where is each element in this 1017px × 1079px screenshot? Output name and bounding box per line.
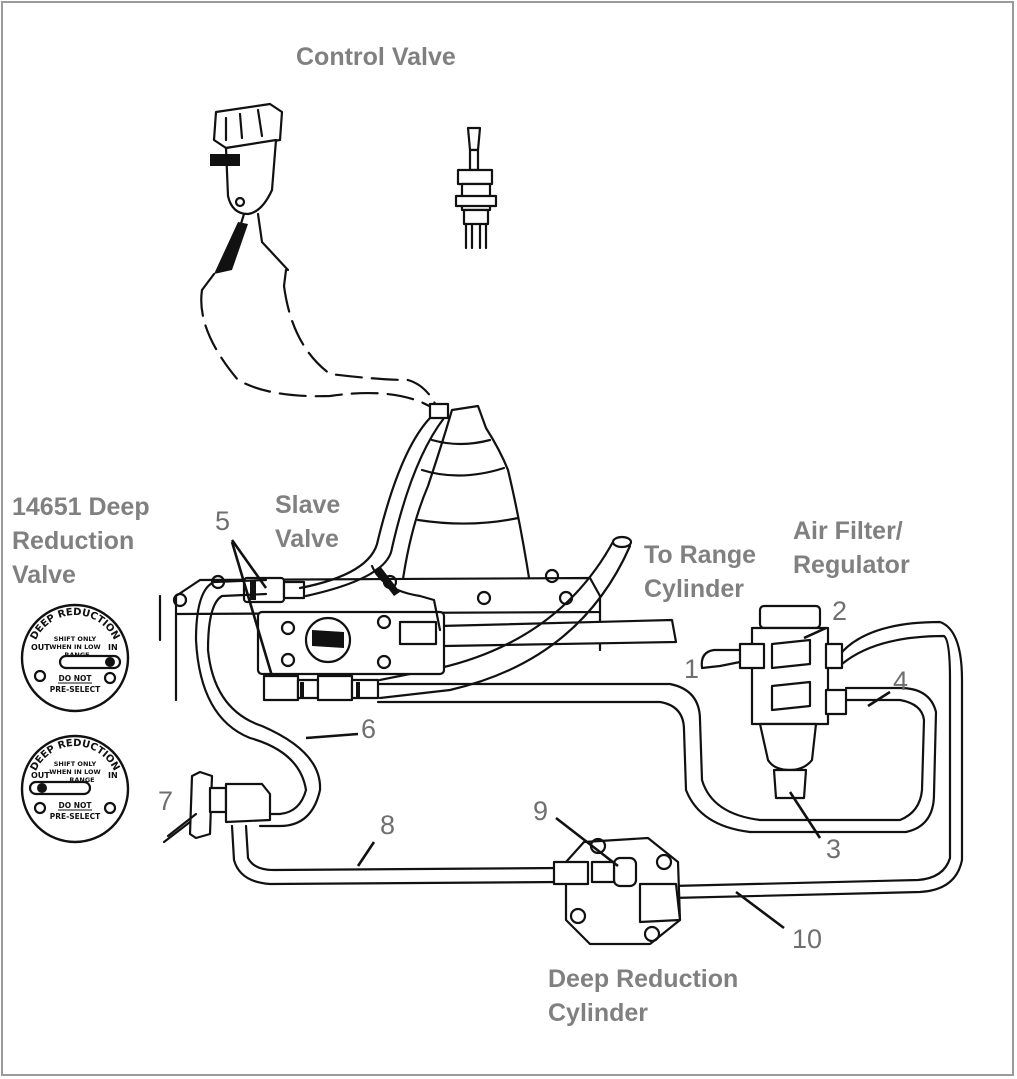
plate-in-label: IN xyxy=(108,771,118,780)
callout-1: 1 xyxy=(684,654,700,684)
callout-leaders xyxy=(230,539,891,930)
label-deep-reduction-cylinder-line2: Cylinder xyxy=(548,999,649,1027)
range-cylinder-hose xyxy=(378,535,633,700)
plate-warning: DO NOT xyxy=(59,801,93,810)
control-air-lines xyxy=(298,402,450,632)
callout-6: 6 xyxy=(361,714,377,744)
label-air-filter-line2: Regulator xyxy=(793,551,910,579)
slave-valve-body xyxy=(256,610,446,702)
plate-warning: DO NOT xyxy=(59,674,93,683)
plate-line: WHEN IN LOW xyxy=(49,768,100,776)
plate-lever-knob xyxy=(37,783,47,793)
label-to-range-cylinder-line2: Cylinder xyxy=(644,575,745,603)
plate-line: RANGE xyxy=(69,776,94,784)
plate-lever-slot xyxy=(58,654,122,670)
plate-warning: PRE-SELECT xyxy=(50,812,101,821)
callout-7: 7 xyxy=(158,786,174,816)
label-slave-valve-line2: Valve xyxy=(275,525,339,553)
plate-high-position: DEEP REDUCTION SHIFT ONLY WHEN IN LOW RA… xyxy=(20,734,130,844)
callout-3: 3 xyxy=(826,834,842,864)
callout-4: 4 xyxy=(893,666,909,696)
plate-line: SHIFT ONLY xyxy=(54,635,97,643)
label-deep-reduction-cylinder-line1: Deep Reduction xyxy=(548,965,739,993)
callout-9: 9 xyxy=(533,796,549,826)
deep-reduction-cylinder xyxy=(552,836,682,946)
callout-2: 2 xyxy=(832,596,848,626)
plate-warning: PRE-SELECT xyxy=(50,685,101,694)
control-valve-detail xyxy=(454,126,498,250)
deep-reduction-valve-body xyxy=(162,770,272,844)
control-valve-handle xyxy=(200,102,290,292)
deep-reduction-lines xyxy=(194,578,562,886)
label-control-valve: Control Valve xyxy=(296,43,456,71)
control-valve-hoses xyxy=(200,284,440,412)
label-to-range-cylinder-line1: To Range xyxy=(644,541,757,569)
plate-line: SHIFT ONLY xyxy=(54,760,97,768)
plate-lever-knob xyxy=(105,657,115,667)
label-slave-valve-line1: Slave xyxy=(275,491,341,519)
label-deep-reduction-valve-line1: 14651 Deep xyxy=(12,493,150,521)
callout-5: 5 xyxy=(215,506,231,536)
plate-in-label: IN xyxy=(108,643,118,652)
label-deep-reduction-valve-line2: Reduction xyxy=(12,527,135,555)
plate-out-label: OUT xyxy=(31,771,50,780)
callout-8: 8 xyxy=(380,810,396,840)
plate-line: WHEN IN LOW xyxy=(49,643,100,651)
label-air-filter-line1: Air Filter/ xyxy=(793,517,903,545)
label-deep-reduction-valve-line3: Valve xyxy=(12,561,76,589)
plate-low-position: DEEP REDUCTION SHIFT ONLY WHEN IN LOW RA… xyxy=(20,603,130,713)
supply-air-line xyxy=(376,682,938,834)
plate-out-label: OUT xyxy=(31,643,50,652)
air-filter-regulator xyxy=(670,604,964,900)
callout-10: 10 xyxy=(792,924,823,954)
